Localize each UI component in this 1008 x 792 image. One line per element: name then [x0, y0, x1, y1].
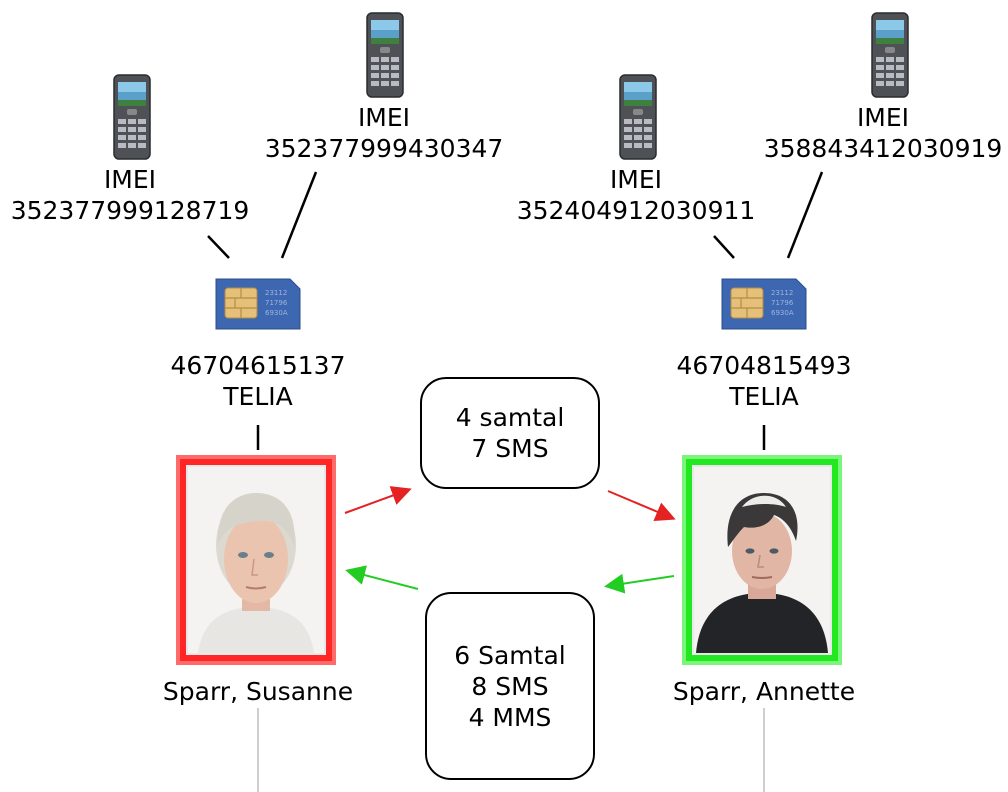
arrow-box2-to-susanne — [345, 565, 419, 590]
person-name: Sparr, Annette — [672, 677, 856, 706]
person-photo — [692, 465, 832, 655]
svg-text:6930A: 6930A — [771, 309, 794, 317]
link-phone2-sim1 — [280, 171, 318, 259]
svg-text:71796: 71796 — [771, 299, 794, 307]
sim-card-icon: 23112 71796 6930A — [215, 278, 301, 330]
person-portrait-susanne — [188, 467, 324, 653]
mobile-phone-icon — [366, 12, 404, 98]
mobile-phone-icon — [113, 74, 151, 160]
mobile-phone-icon — [871, 12, 909, 98]
link-phone4-sim2 — [786, 171, 824, 259]
communication-summary-incoming: 6 Samtal 8 SMS 4 MMS — [425, 592, 595, 780]
svg-text:23112: 23112 — [265, 289, 287, 297]
arrow-susanne-to-box1 — [344, 486, 412, 514]
svg-text:6930A: 6930A — [265, 309, 288, 317]
person-frame-susanne — [176, 455, 336, 665]
person-frame-annette — [682, 455, 842, 665]
person-name: Sparr, Susanne — [162, 677, 354, 706]
svg-text:23112: 23112 — [771, 289, 793, 297]
link-phone3-sim2 — [713, 235, 735, 259]
person-photo — [186, 465, 326, 655]
communication-summary-outgoing: 4 samtal 7 SMS — [420, 377, 600, 489]
arrow-annette-to-box2 — [604, 573, 675, 594]
mobile-phone-icon — [619, 74, 657, 160]
link-phone1-sim1 — [207, 235, 230, 259]
arrow-box1-to-annette — [607, 490, 676, 521]
sim-card-icon: 23112 71796 6930A — [721, 278, 807, 330]
svg-text:71796: 71796 — [265, 299, 288, 307]
person-portrait-annette — [694, 467, 830, 653]
